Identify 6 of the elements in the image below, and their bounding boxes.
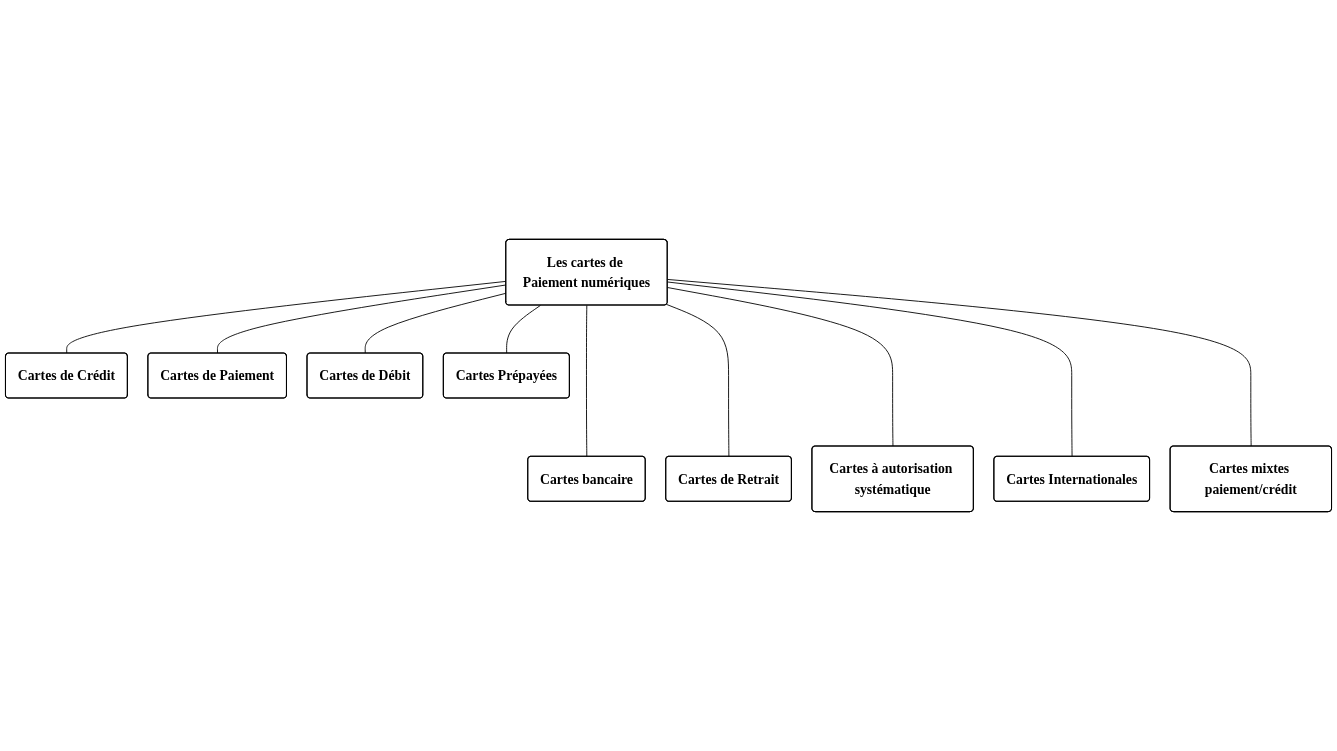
connector: [666, 303, 730, 457]
connector: [586, 304, 588, 457]
connector: [667, 287, 894, 447]
connector: [667, 281, 1073, 457]
connector: [667, 279, 1252, 447]
connector: [506, 304, 541, 354]
